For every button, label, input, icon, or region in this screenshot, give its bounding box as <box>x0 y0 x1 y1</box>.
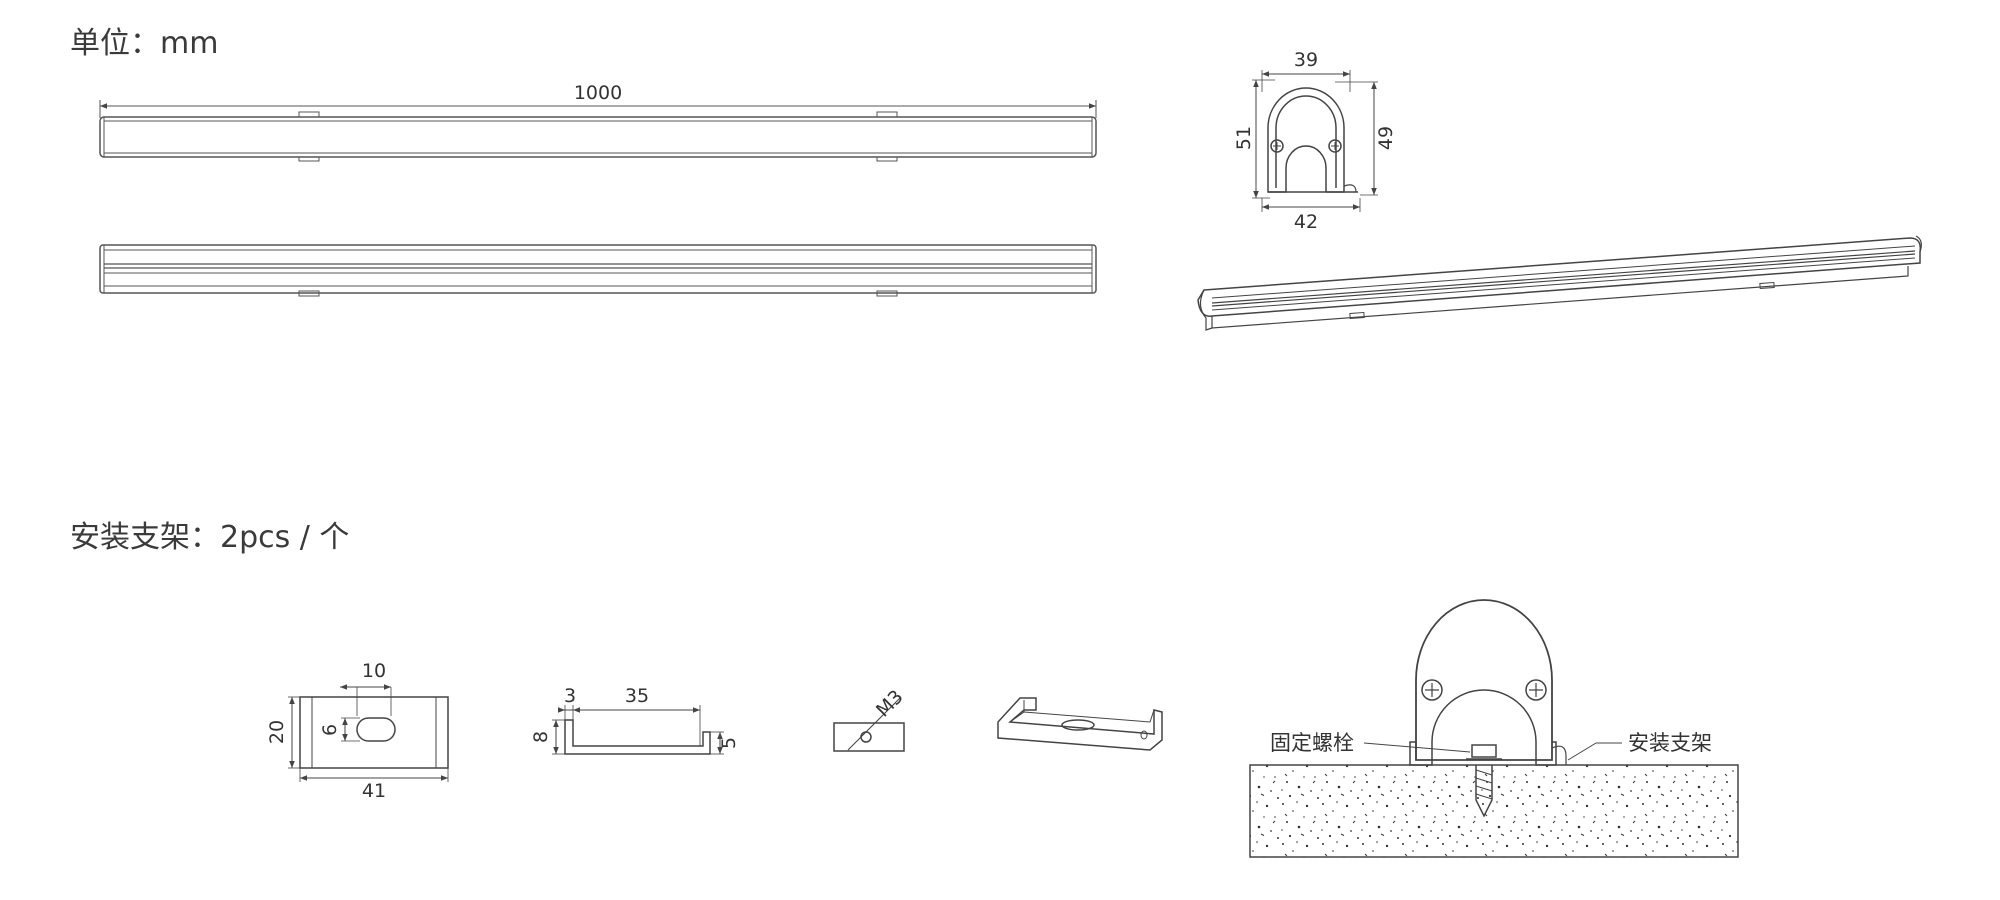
bracket-side-view <box>552 705 724 755</box>
mounting-bracket-label: 安装支架 <box>1628 731 1712 755</box>
bracket-base-label: 35 <box>625 685 649 707</box>
profile-right-height: 49 <box>1375 126 1397 150</box>
bracket-slot-width: 10 <box>362 660 386 682</box>
unit-heading: 单位：mm <box>70 26 219 61</box>
bracket-front-view <box>288 684 449 782</box>
profile-top-width: 39 <box>1294 49 1318 71</box>
bar-length-label: 1000 <box>574 82 622 104</box>
profile-section <box>1252 70 1378 212</box>
profile-bottom-width: 42 <box>1294 211 1318 233</box>
bar-top-view <box>99 100 1097 162</box>
bracket-heading: 安装支架：2pcs / 个 <box>70 520 350 555</box>
bracket-length: 41 <box>362 780 386 802</box>
bracket-height: 20 <box>266 720 288 744</box>
bracket-slot-height: 6 <box>319 724 341 736</box>
screw-plate-view <box>833 697 905 752</box>
profile-left-height: 51 <box>1233 126 1255 150</box>
bracket-right-height: 5 <box>718 737 740 749</box>
fixing-screw-label: 固定螺栓 <box>1270 731 1354 755</box>
bracket-lip-label: 3 <box>564 685 576 707</box>
installation-diagram: 固定螺栓 安装支架 <box>1249 599 1739 858</box>
bracket-left-height: 8 <box>530 731 552 743</box>
bracket-3d-view <box>997 697 1163 751</box>
bar-perspective-view <box>1197 235 1922 331</box>
screw-spec-label: M3 <box>872 686 908 722</box>
bar-side-view <box>99 244 1097 297</box>
